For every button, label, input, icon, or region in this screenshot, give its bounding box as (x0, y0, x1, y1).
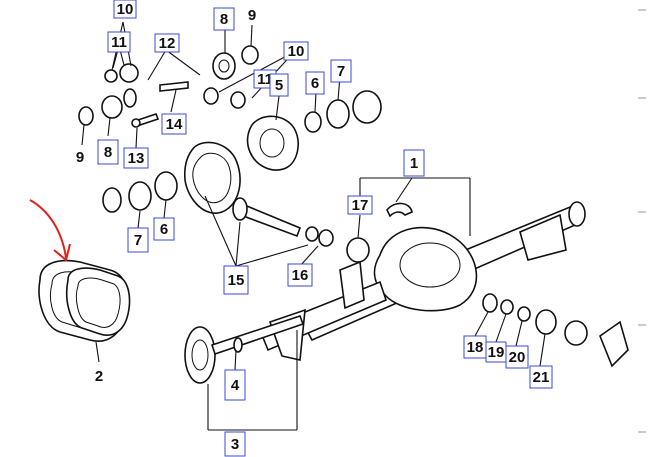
svg-text:2: 2 (95, 368, 103, 385)
differential-carrier-case (246, 115, 299, 171)
svg-text:9: 9 (248, 7, 256, 24)
callout-18: 18 (463, 335, 487, 359)
svg-text:10: 10 (288, 43, 305, 60)
callout-1: 1 (403, 149, 425, 177)
callout-13: 13 (123, 147, 149, 169)
red-annotation-arrow (29, 199, 71, 262)
svg-text:3: 3 (231, 436, 239, 453)
svg-text:6: 6 (311, 75, 319, 92)
callout-10a: 10 (113, 0, 137, 19)
svg-text:12: 12 (159, 35, 176, 52)
svg-text:16: 16 (292, 267, 309, 284)
svg-text:6: 6 (160, 221, 168, 238)
svg-text:4: 4 (231, 377, 240, 394)
differential-cover-gasket (38, 259, 131, 342)
callout-labels: 10 8 9 11 12 10 11 5 6 (76, 0, 553, 457)
callout-19: 19 (485, 341, 507, 363)
callout-17: 17 (347, 195, 373, 215)
callout-11a: 11 (107, 31, 131, 53)
svg-text:15: 15 (228, 272, 245, 289)
callout-8b: 8 (97, 139, 119, 165)
callout-8a: 8 (213, 7, 235, 31)
svg-text:17: 17 (352, 197, 369, 214)
callout-7a: 7 (330, 59, 352, 83)
svg-text:11: 11 (257, 71, 273, 88)
svg-text:7: 7 (134, 232, 142, 249)
svg-text:18: 18 (467, 339, 484, 356)
svg-text:8: 8 (104, 144, 112, 161)
callout-9b: 9 (76, 149, 84, 166)
callout-6a: 6 (305, 71, 325, 95)
svg-text:19: 19 (488, 344, 505, 361)
callout-3: 3 (224, 431, 246, 457)
callout-2: 2 (95, 368, 103, 385)
svg-text:7: 7 (337, 63, 345, 80)
svg-text:1: 1 (410, 155, 418, 172)
margin-ticks (638, 9, 646, 433)
svg-text:9: 9 (76, 149, 84, 166)
svg-text:14: 14 (166, 116, 183, 133)
callout-10b: 10 (283, 41, 309, 61)
svg-text:20: 20 (509, 349, 526, 366)
callout-16: 16 (287, 263, 313, 287)
svg-text:5: 5 (275, 77, 283, 94)
svg-text:21: 21 (533, 369, 550, 386)
axle-housing (258, 201, 586, 361)
callout-5: 5 (269, 73, 289, 97)
callout-4: 4 (224, 369, 246, 401)
callout-15: 15 (223, 265, 249, 295)
callout-7b: 7 (127, 227, 149, 253)
callout-9a: 9 (248, 7, 256, 24)
svg-text:8: 8 (220, 11, 228, 28)
callout-20: 20 (505, 345, 529, 369)
svg-text:10: 10 (117, 1, 134, 18)
callout-14: 14 (161, 113, 187, 135)
ring-gear-pinion (183, 141, 302, 238)
axle-shaft (184, 314, 305, 384)
svg-text:11: 11 (111, 34, 127, 51)
svg-text:13: 13 (128, 150, 145, 167)
callout-21: 21 (529, 365, 553, 389)
callout-6b: 6 (153, 217, 175, 241)
small-components (78, 45, 629, 368)
callout-12: 12 (154, 33, 180, 53)
